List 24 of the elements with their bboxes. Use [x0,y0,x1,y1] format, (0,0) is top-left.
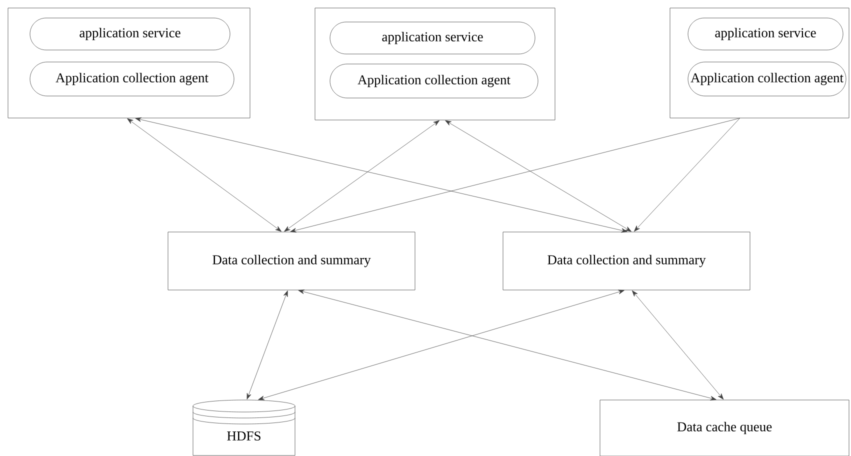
database-cylinder: HDFS [192,400,296,456]
rounded-box: Application collection agent [688,62,846,96]
arrow [135,117,628,233]
rounded-box: application service [30,18,230,50]
rounded-box: application service [330,22,536,54]
node-label: HDFS [227,431,260,441]
arrow [634,118,740,232]
process-box: Data cache queue [600,400,850,456]
arrow [445,120,632,232]
arrow [258,290,624,400]
arrow [246,290,288,400]
arrow [127,118,282,232]
rounded-box: Application collection agent [330,64,538,98]
server-box [314,8,556,120]
server-box [670,8,850,118]
arrow [290,118,740,232]
rounded-box: application service [688,18,844,50]
server-box [8,8,250,118]
process-box: Data collection and summary [168,232,416,290]
arrow [298,290,716,400]
rounded-box: Application collection agent [30,62,234,96]
process-box: Data collection and summary [502,232,750,290]
arrow [284,120,440,232]
arrow [632,290,724,400]
